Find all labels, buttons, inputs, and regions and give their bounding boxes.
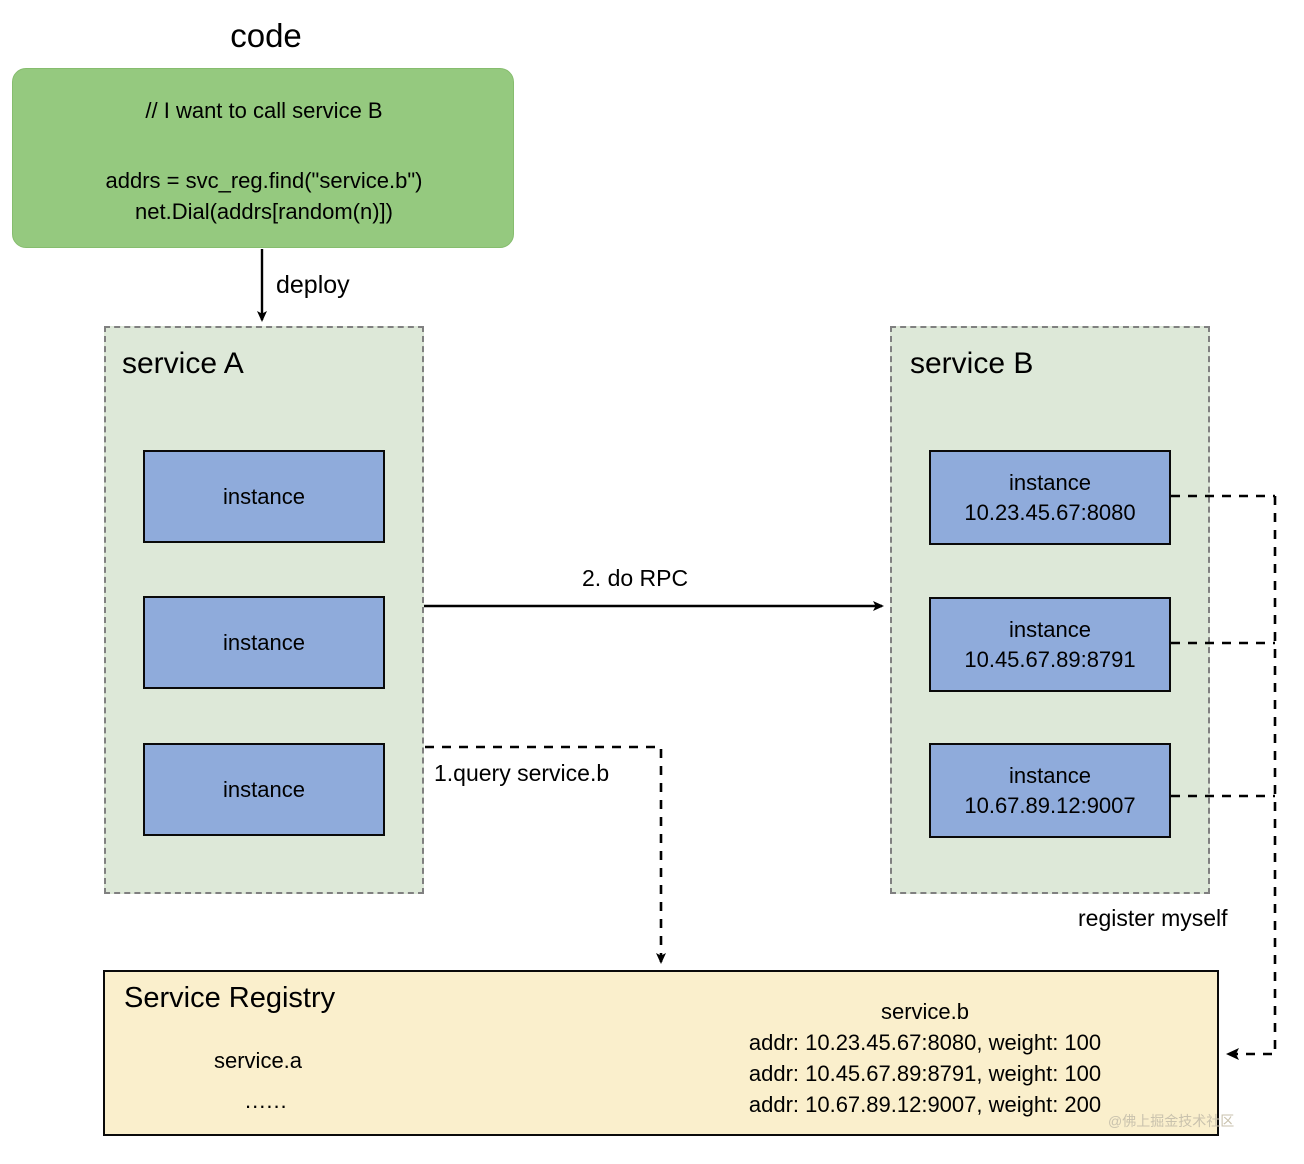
register-bus-arrow (1226, 496, 1277, 1060)
code-title: code (230, 17, 302, 54)
registry-service-b-name: service.b (880, 999, 970, 1024)
service-registry-box (103, 970, 1219, 1136)
deploy-edge-label: deploy (276, 271, 350, 299)
instance-label: instance (223, 629, 305, 655)
service-a-instance-3: instance (143, 743, 385, 836)
service-a-instance-1: instance (143, 450, 385, 543)
service-a-instance-2: instance (143, 596, 385, 689)
service-b-instance-1: instance 10.23.45.67:8080 (929, 450, 1171, 545)
service-registry-title: Service Registry (124, 982, 336, 1014)
instance-label: instance (223, 776, 305, 802)
service-b-instance-2: instance 10.45.67.89:8791 (929, 597, 1171, 692)
service-b-instance-3: instance 10.67.89.12:9007 (929, 743, 1171, 838)
registry-service-a-ellipsis: ...... (245, 1088, 288, 1113)
code-block: // I want to call service B addrs = svc_… (12, 68, 514, 248)
instance-address: 10.23.45.67:8080 (964, 499, 1136, 525)
service-a-title: service A (122, 347, 244, 380)
instance-address: 10.45.67.89:8791 (964, 646, 1136, 672)
query-edge-label: 1.query service.b (434, 760, 610, 786)
registry-service-b-entry-2: addr: 10.45.67.89:8791, weight: 100 (748, 1061, 1102, 1086)
registry-service-a-name: service.a (214, 1048, 303, 1073)
service-b-title: service B (910, 347, 1034, 380)
register-edge-label: register myself (1078, 905, 1228, 931)
registry-service-b-block: service.b addr: 10.23.45.67:8080, weight… (690, 996, 1160, 1120)
registry-service-b-entry-3: addr: 10.67.89.12:9007, weight: 200 (748, 1092, 1102, 1117)
code-find-line: addrs = svc_reg.find("service.b") (105, 168, 423, 193)
rpc-edge-label: 2. do RPC (582, 565, 689, 591)
watermark: @佛上掘金技术社区 (1108, 1113, 1235, 1129)
code-dial-line: net.Dial(addrs[random(n)]) (135, 199, 393, 224)
instance-address: 10.67.89.12:9007 (964, 792, 1136, 818)
instance-label: instance (1009, 762, 1091, 788)
instance-label: instance (223, 483, 305, 509)
code-comment-line: // I want to call service B (145, 98, 383, 123)
instance-label: instance (1009, 469, 1091, 495)
instance-label: instance (1009, 616, 1091, 642)
registry-service-b-entry-1: addr: 10.23.45.67:8080, weight: 100 (748, 1030, 1102, 1055)
